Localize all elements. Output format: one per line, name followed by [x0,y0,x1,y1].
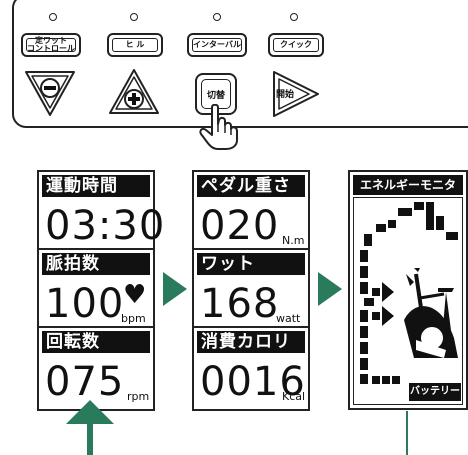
hill-label: ヒ ル [112,38,158,52]
hand-pointer-icon [199,104,238,150]
flow-arrow-1 [163,272,187,306]
watt-display: ワット 168 watt [192,248,310,333]
quick-label: クイック [273,38,319,52]
calorie-unit: Kcal [282,390,306,403]
calorie-label: 消費カロリー [197,331,305,374]
monitor-title: エネルギーモニタ [353,175,463,195]
rpm-value: 075 [45,359,125,405]
quick-button[interactable]: クイック [268,33,324,57]
rpm-up-arrow [66,400,114,455]
monitor-screen: バッテリー [353,197,463,405]
minus-button[interactable] [22,67,78,119]
pulse-label: 脈拍数 [42,253,150,275]
pulse-value: 100 [45,281,125,327]
watt-label: ワット [197,253,305,275]
watt-unit: watt [276,312,301,325]
energy-flow-graphic [360,202,458,384]
time-label: 運動時間 [42,175,150,197]
time-value: 03:30 [45,203,166,249]
plus-icon [124,89,144,109]
pulse-display: 脈拍数 100 ♥ bpm [37,248,155,333]
calorie-display: 消費カロリー 0016 Kcal [192,326,310,411]
pedal-display: ペダル重さ 020 N.m [192,170,310,255]
pedal-value: 020 [200,203,280,249]
led-interval [213,13,221,21]
interval-label: インターバル [192,38,242,52]
interval-button[interactable]: インターバル [187,33,247,57]
rpm-unit: rpm [127,390,150,403]
pedal-unit: N.m [282,234,305,247]
energy-monitor: エネルギーモニタ [348,170,468,410]
heart-icon: ♥ [123,280,147,310]
watt-value: 168 [200,281,280,327]
led-constant-watt [49,13,57,21]
flow-arrow-2 [318,272,342,306]
constant-watt-label: 定ワット コントロール [26,36,76,53]
time-display: 運動時間 03:30 [37,170,164,255]
calorie-value: 0016 [200,359,306,405]
led-hill [130,13,138,21]
start-label: 開始 [276,90,295,100]
led-quick [290,13,298,21]
constant-watt-button[interactable]: 定ワット コントロール [21,33,81,57]
hill-button[interactable]: ヒ ル [107,33,163,57]
rpm-label: 回転数 [42,331,150,353]
pedal-label: ペダル重さ [197,175,305,197]
monitor-pointer-line [406,411,408,455]
minus-icon [40,78,60,98]
console-panel [12,0,468,128]
start-button[interactable] [268,68,324,120]
plus-button[interactable] [106,67,162,119]
bike-icon [404,268,458,358]
rpm-display: 回転数 075 rpm [37,326,155,411]
pulse-unit: bpm [121,312,146,325]
battery-label: バッテリー [409,383,461,401]
